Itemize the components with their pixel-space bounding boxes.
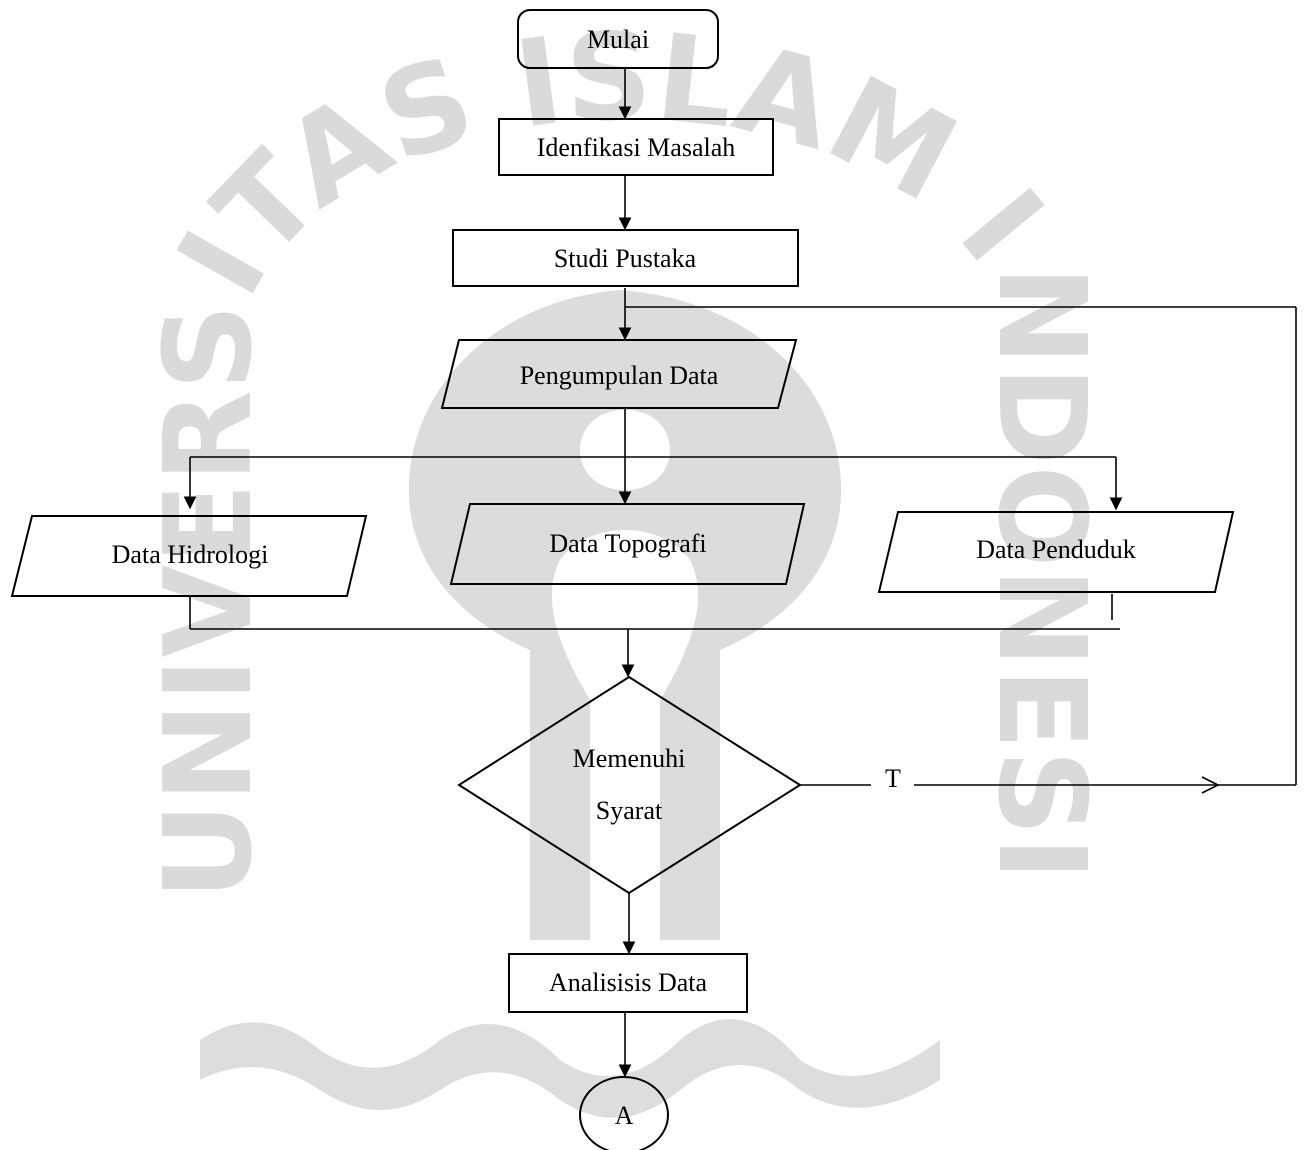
start-label: Mulai <box>587 25 649 54</box>
no-branch-label: T <box>885 764 901 793</box>
connector-label: A <box>615 1101 634 1130</box>
data-topography-label: Data Topografi <box>549 529 706 558</box>
watermark-script <box>200 1019 940 1118</box>
decision-label-line2: Syarat <box>596 796 663 825</box>
literature-study-label: Studi Pustaka <box>554 244 697 273</box>
analysis-label: Analisisis Data <box>549 968 708 997</box>
start-terminal <box>517 9 719 69</box>
identify-problem-box <box>498 118 774 176</box>
data-hydrology-label: Data Hidrologi <box>112 540 269 569</box>
data-collection-label: Pengumpulan Data <box>520 361 719 390</box>
decision-label-line1: Memenuhi <box>573 744 686 773</box>
decision-diamond <box>457 675 802 895</box>
data-population-label: Data Penduduk <box>976 535 1136 564</box>
data-hydrology-parallelogram <box>10 515 368 597</box>
data-topography-parallelogram <box>449 503 806 585</box>
data-collection-parallelogram <box>440 339 798 409</box>
watermark-emblem <box>408 290 842 940</box>
identify-problem-label: Idenfikasi Masalah <box>537 133 736 162</box>
data-population-parallelogram <box>877 511 1235 593</box>
open-arrowhead <box>1201 776 1220 794</box>
